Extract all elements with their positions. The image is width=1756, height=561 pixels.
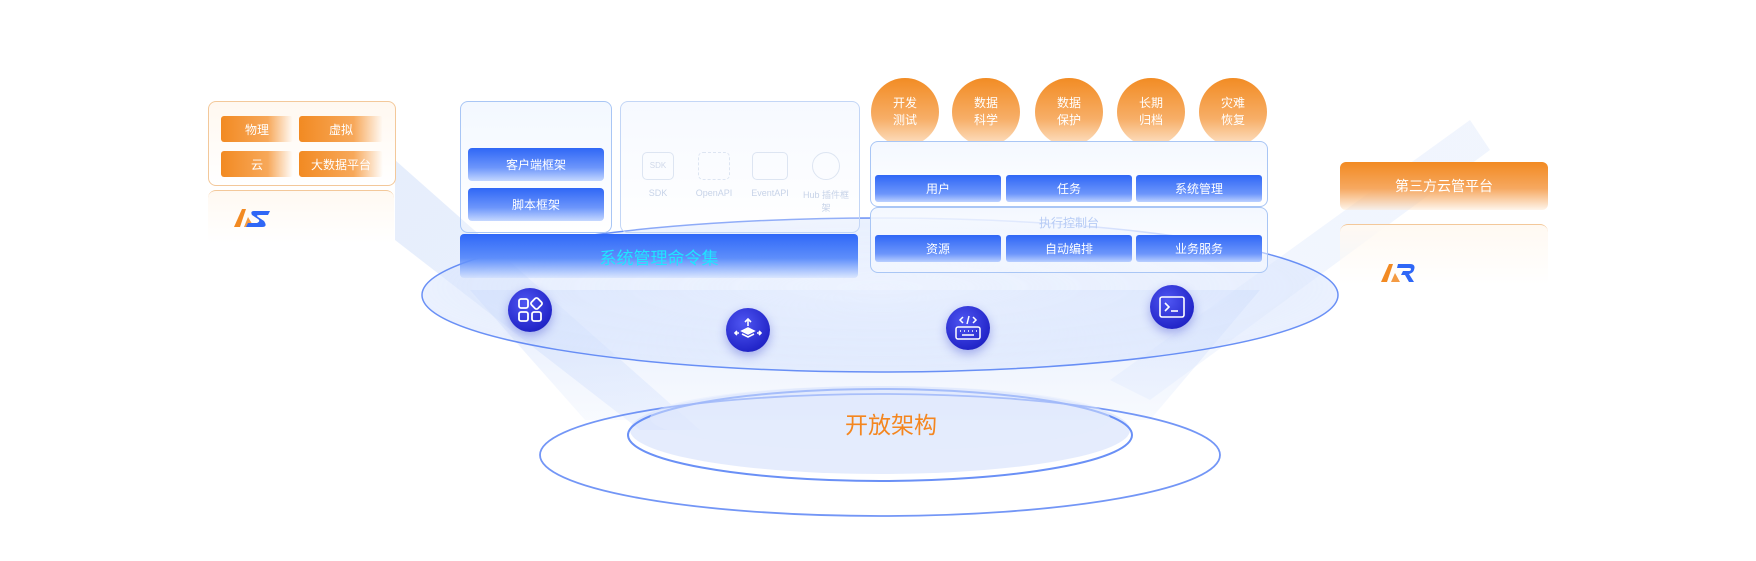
open-architecture-title: 开放架构 [845, 412, 937, 438]
right-logo-box [1340, 224, 1548, 285]
auto-orchestration-button[interactable]: 自动编排 [1006, 235, 1132, 262]
eventapi-icon [752, 152, 788, 180]
api-item-hub: Hub 插件框架 [799, 152, 853, 214]
openapi-icon [698, 152, 730, 180]
chip-virtual: 虚拟 [299, 116, 383, 142]
client-framework-button[interactable]: 客户端框架 [468, 148, 604, 181]
system-command-set-bar: 系统管理命令集 [460, 234, 858, 278]
chip-cloud: 云 [221, 151, 293, 177]
as-logo-icon [234, 209, 270, 227]
task-button[interactable]: 任务 [1006, 175, 1132, 202]
ar-logo-icon [1381, 264, 1415, 282]
circle-dev-test: 开发 测试 [871, 78, 939, 146]
left-source-panel: 物理 虚拟 云 大数据平台 [208, 101, 396, 186]
third-party-cloud-platform: 第三方云管平台 [1340, 162, 1548, 210]
sdk-icon: SDK [642, 152, 674, 180]
api-item-sdk: SDK SDK [631, 152, 685, 198]
api-item-label: OpenAPI [695, 188, 733, 198]
api-item-label: EventAPI [751, 188, 789, 198]
circle-long-archive: 长期 归档 [1117, 78, 1185, 146]
left-logo-box [208, 190, 394, 243]
circle-disaster-recovery: 灾难 恢复 [1199, 78, 1267, 146]
system-management-button[interactable]: 系统管理 [1136, 175, 1262, 202]
code-keyboard-icon [946, 306, 990, 350]
api-item-eventapi: EventAPI [743, 152, 797, 198]
execution-console-panel: 执行控制台 资源 自动编排 业务服务 [870, 207, 1268, 273]
circle-data-science: 数据 科学 [952, 78, 1020, 146]
layers-upload-icon [726, 308, 770, 352]
hub-icon [812, 152, 840, 180]
circle-data-protection: 数据 保护 [1035, 78, 1103, 146]
script-framework-button[interactable]: 脚本框架 [468, 188, 604, 221]
management-panel: 用户 任务 系统管理 [870, 141, 1268, 207]
user-button[interactable]: 用户 [875, 175, 1001, 202]
api-item-openapi: OpenAPI [687, 152, 741, 198]
api-panel: SDK SDK OpenAPI EventAPI Hub 插件框架 [620, 101, 860, 233]
chip-bigdata: 大数据平台 [299, 151, 383, 177]
resource-button[interactable]: 资源 [875, 235, 1001, 262]
api-item-label: SDK [648, 188, 668, 198]
apps-icon [508, 288, 552, 332]
execution-console-title: 执行控制台 [1038, 216, 1099, 230]
business-service-button[interactable]: 业务服务 [1136, 235, 1262, 262]
chip-physical: 物理 [221, 116, 293, 142]
framework-panel: 客户端框架 脚本框架 [460, 101, 612, 233]
api-item-label: Hub 插件框架 [802, 190, 849, 213]
terminal-icon [1150, 285, 1194, 329]
